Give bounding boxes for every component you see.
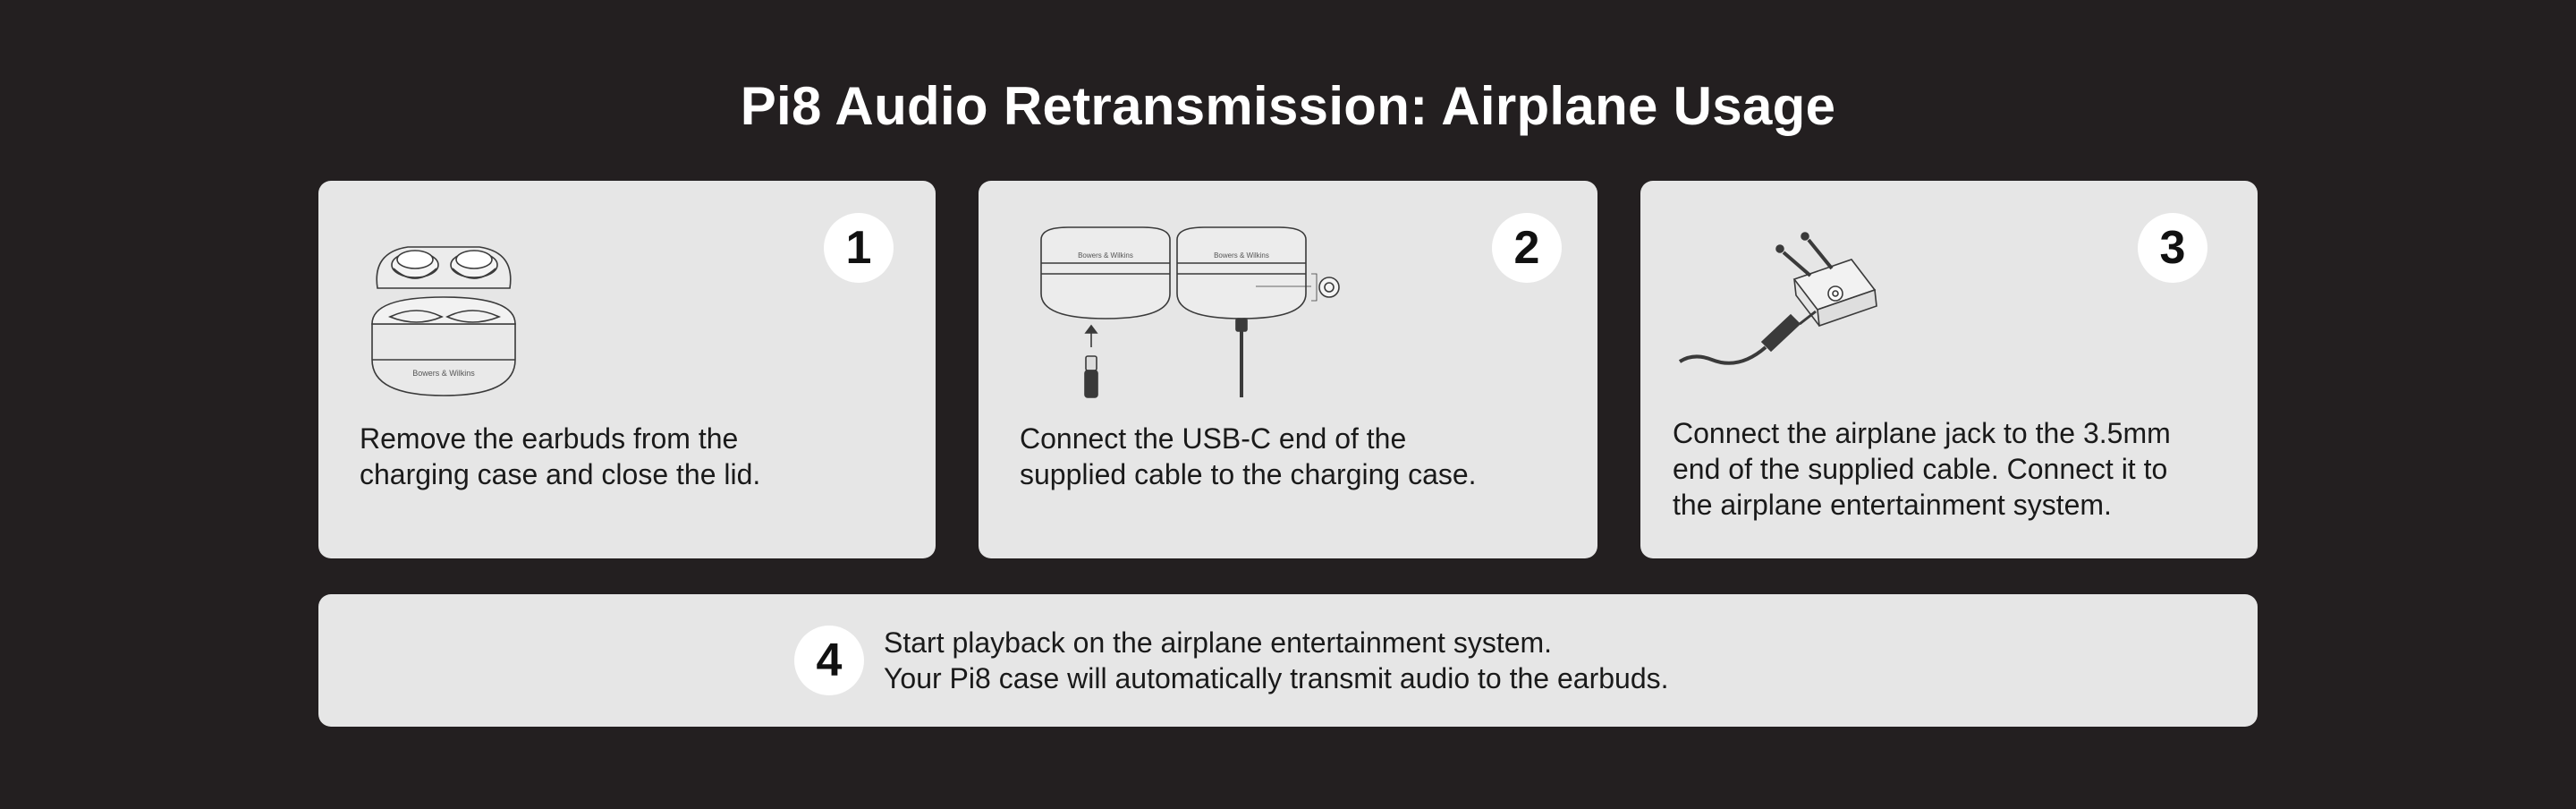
- brand-text: Bowers & Wilkins: [412, 369, 475, 378]
- brand-text: Bowers & Wilkins: [1078, 251, 1133, 260]
- step-line: Connect the USB-C end of the: [1020, 422, 1407, 455]
- step-card-1: 1 Bowers & Wilkins Remove the earbuds fr…: [318, 181, 936, 558]
- step-text-4: Start playback on the airplane entertain…: [884, 625, 2136, 696]
- brand-text: Bowers & Wilkins: [1214, 251, 1269, 260]
- step-text-2: Connect the USB-C end of the supplied ca…: [1020, 421, 1556, 492]
- airplane-adapter-icon: [1678, 232, 1877, 365]
- step-text-3: Connect the airplane jack to the 3.5mm e…: [1673, 415, 2227, 523]
- step-line: Start playback on the airplane entertain…: [884, 626, 1553, 659]
- earbuds-case-icon: Bowers & Wilkins: [371, 246, 516, 396]
- step-number-badge: 3: [2138, 213, 2207, 283]
- step-number-badge: 2: [1492, 213, 1562, 283]
- step-line: supplied cable to the charging case.: [1020, 458, 1477, 490]
- step-line: Connect the airplane jack to the 3.5mm: [1673, 417, 2171, 449]
- step-number-badge: 1: [824, 213, 894, 283]
- step-line: charging case and close the lid.: [360, 458, 761, 490]
- step-line: end of the supplied cable. Connect it to: [1673, 453, 2168, 485]
- page-title: Pi8 Audio Retransmission: Airplane Usage: [740, 76, 1836, 136]
- step-card-2: 2 Bowers & Wilkins Bowers & Wilkins: [979, 181, 1597, 558]
- step-text-1: Remove the earbuds from the charging cas…: [360, 421, 896, 492]
- usb-c-cable-icon: Bowers & Wilkins Bowers & Wilkins: [1040, 226, 1340, 398]
- step-card-3: 3 Connect the airplane jack to the 3.5mm…: [1640, 181, 2258, 558]
- step-line: the airplane entertainment system.: [1673, 489, 2112, 521]
- step-card-4: 4 Start playback on the airplane enterta…: [318, 594, 2258, 727]
- step-line: Remove the earbuds from the: [360, 422, 739, 455]
- step-line: Your Pi8 case will automatically transmi…: [884, 662, 1669, 694]
- step-number-badge: 4: [794, 626, 864, 695]
